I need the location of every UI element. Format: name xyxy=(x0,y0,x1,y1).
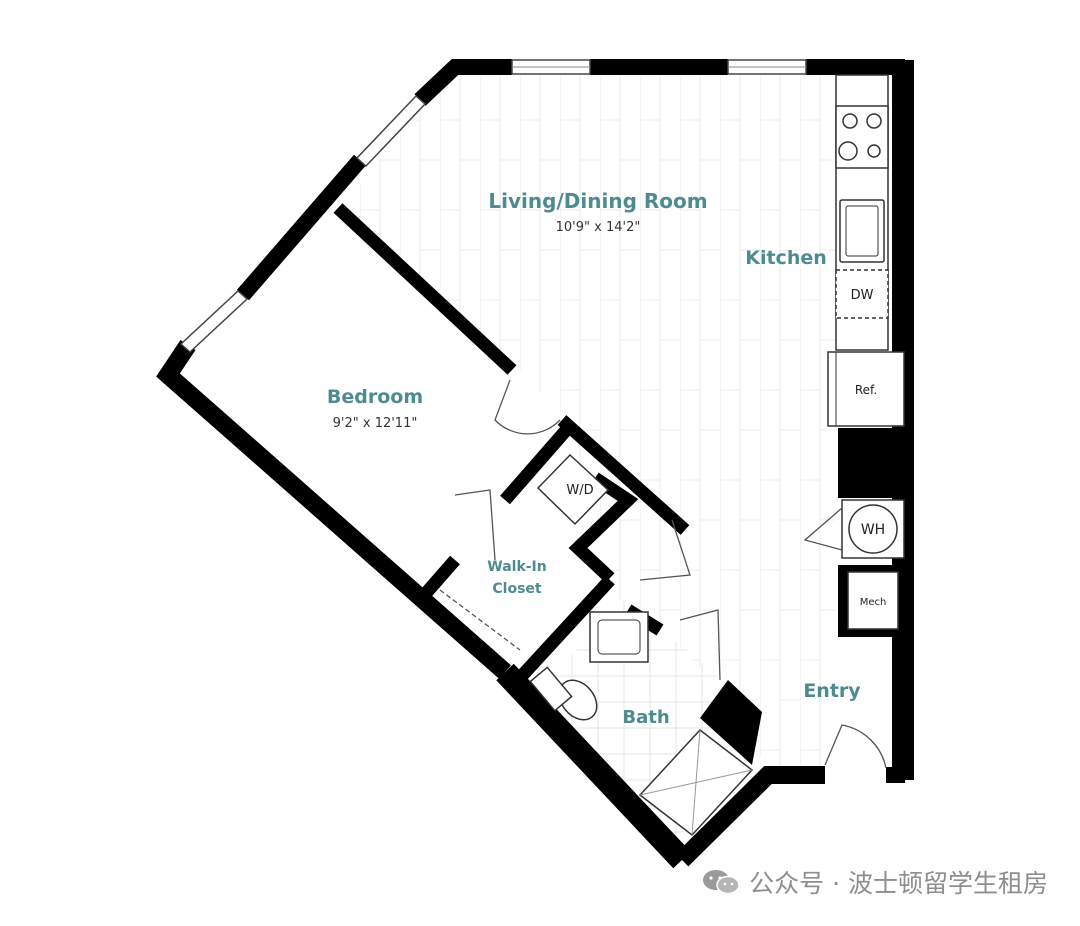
kitchen-column xyxy=(838,428,893,498)
wall-wd-bottom xyxy=(568,472,639,583)
window-diag-lower xyxy=(179,289,249,354)
dishwasher xyxy=(835,269,889,319)
water-heater-label: WH xyxy=(861,522,885,538)
wall-lower-diag xyxy=(496,663,691,869)
bath-fixtures xyxy=(529,611,754,837)
bath-name: Bath xyxy=(622,707,669,728)
bedroom-size: 9'2" x 12'11" xyxy=(333,416,418,431)
toilet xyxy=(558,679,598,721)
closet-rod xyxy=(439,589,521,651)
closet-name-line1: Walk-In xyxy=(487,559,547,575)
refrigerator-label: Ref. xyxy=(855,383,877,397)
window-diag-upper xyxy=(355,94,427,168)
bedroom-door xyxy=(494,379,561,435)
entry-name: Entry xyxy=(803,680,861,702)
living-room-name: Living/Dining Room xyxy=(488,189,707,213)
wall-bath-top xyxy=(513,575,615,685)
mech-label: Mech xyxy=(860,597,887,608)
closet-name-line2: Closet xyxy=(492,581,542,597)
watermark: 公众号 · 波士顿留学生租房 xyxy=(701,864,1048,900)
living-floor xyxy=(345,75,840,770)
wall-diag-upper xyxy=(236,154,367,301)
refrigerator xyxy=(827,351,905,427)
water-heater xyxy=(848,504,898,554)
windows xyxy=(179,59,807,354)
entry-door xyxy=(824,724,887,769)
washer-dryer-label: W/D xyxy=(566,483,593,498)
washer-dryer xyxy=(536,453,610,526)
wh-door xyxy=(803,507,843,551)
bath-shaft xyxy=(700,680,762,765)
wall-wd-left xyxy=(500,423,573,505)
kitchen-name: Kitchen xyxy=(745,247,827,269)
dishwasher-label: DW xyxy=(851,288,874,303)
wechat-icon xyxy=(703,870,740,895)
watermark-text: 公众号 · 波士顿留学生租房 xyxy=(749,869,1048,898)
wall-bedroom-top xyxy=(333,203,517,375)
wd-door xyxy=(639,519,691,581)
bedroom-name: Bedroom xyxy=(327,386,423,408)
doors xyxy=(439,379,887,769)
wall-bottom xyxy=(675,766,825,867)
mech-unit xyxy=(847,571,899,630)
closet-door xyxy=(454,489,496,561)
living-room-size: 10'9" x 14'2" xyxy=(556,220,641,235)
wall-closet-left xyxy=(415,555,460,605)
kitchen-counter xyxy=(827,74,905,630)
bath-door xyxy=(679,609,721,681)
wall-left-corner xyxy=(156,340,511,679)
wall-wd-closet xyxy=(557,415,690,535)
wall-top-left xyxy=(414,59,512,106)
